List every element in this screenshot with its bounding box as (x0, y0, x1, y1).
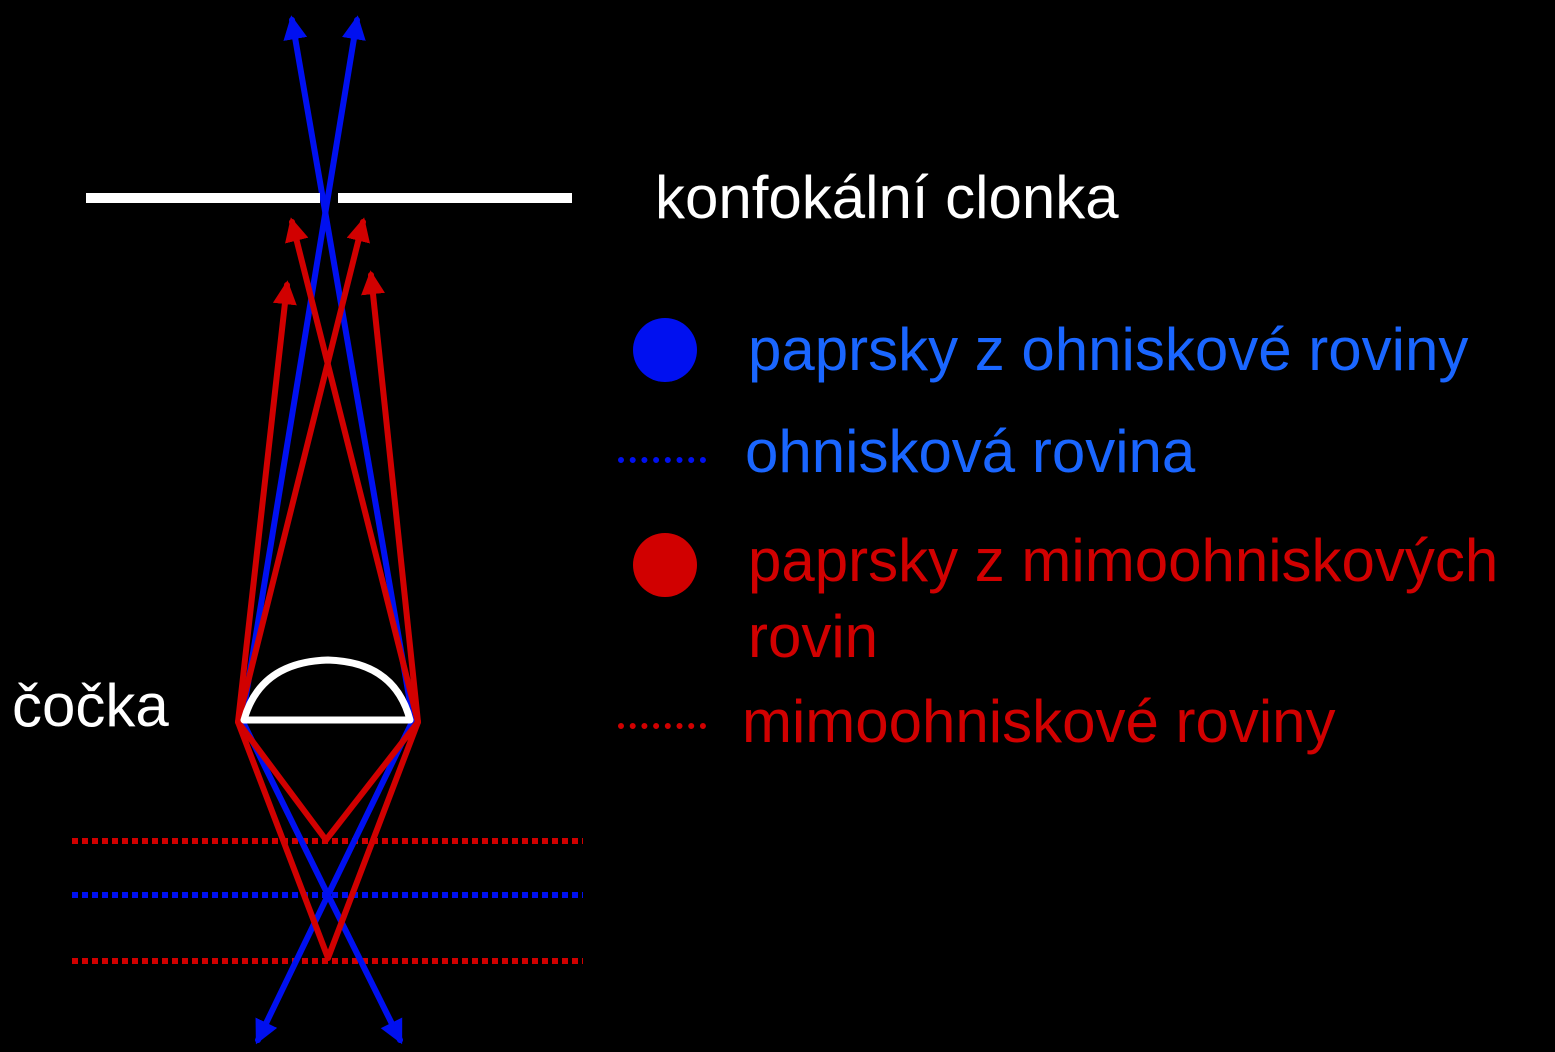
legend-label-focal-plane: ohnisková rovina (745, 418, 1196, 485)
legend-label-out-of-focus-planes: mimoohniskové roviny (742, 688, 1336, 755)
legend-label-out-of-focus-rays: paprsky z mimoohniskových rovin (748, 527, 1499, 670)
legend-marker-out-of-focus-planes (618, 723, 706, 729)
legend-marker-focal-plane (618, 457, 706, 463)
pinhole-label: konfokální clonka (655, 164, 1119, 231)
legend-marker-focal-rays (633, 318, 697, 382)
legend-label-focal-rays: paprsky z ohniskové roviny (748, 316, 1469, 383)
focal-rays (239, 15, 416, 1045)
lens-shape (240, 656, 414, 724)
legend-marker-out-of-focus-rays (633, 533, 697, 597)
lens-label: čočka (12, 672, 169, 739)
out-of-focus-rays (235, 217, 421, 961)
